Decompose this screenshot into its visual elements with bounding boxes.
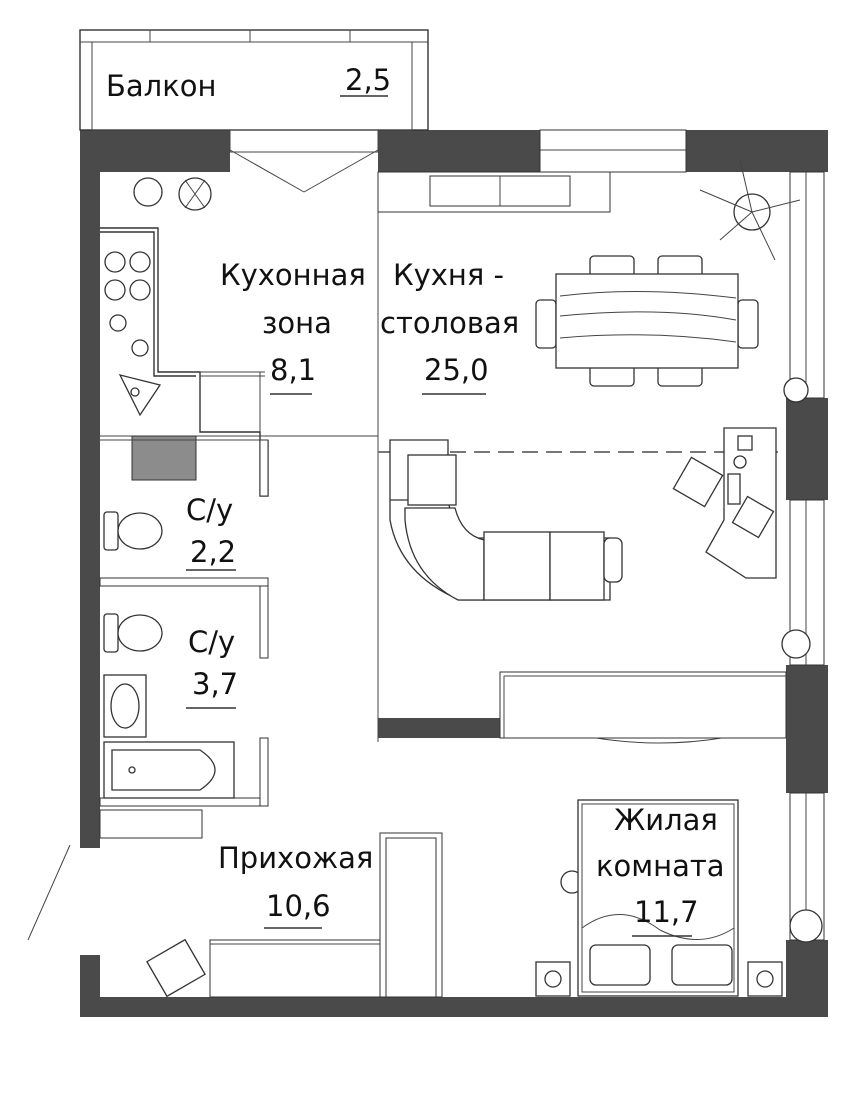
plant-icon xyxy=(699,159,801,261)
hallway-area: 10,6 xyxy=(266,889,331,923)
dining-table-icon xyxy=(535,255,759,387)
armchair-icon xyxy=(672,456,775,539)
interior-walls xyxy=(27,129,825,998)
kitchen-cabinet xyxy=(377,171,611,213)
kitchen-dining-label-2: столовая xyxy=(380,306,519,340)
door-swing-icon xyxy=(229,129,379,193)
balcony-area: 2,5 xyxy=(345,63,391,97)
bathtub-icon xyxy=(103,741,235,799)
bath2-label: С/у xyxy=(188,625,235,659)
bedroom-label-1: Жилая xyxy=(614,803,718,837)
balcony: Балкон 2,5 xyxy=(79,29,429,131)
kitchen-dining-label-1: Кухня - xyxy=(393,258,504,292)
stove-icon xyxy=(104,251,151,301)
door-swing-icon xyxy=(595,737,723,744)
sink-icon xyxy=(109,314,162,417)
kitchen-zone-area: 8,1 xyxy=(270,353,316,387)
kitchen-zone-label-2: зона xyxy=(262,306,332,340)
kitchen-zone-label-1: Кухонная xyxy=(220,258,366,292)
desk-icon xyxy=(705,427,777,579)
bath1-area: 2,2 xyxy=(190,535,236,569)
kitchen-dining-area: 25,0 xyxy=(424,353,489,387)
plant-icon xyxy=(133,177,212,211)
hallway-label: Прихожая xyxy=(218,841,373,875)
bath1-label: С/у xyxy=(186,493,233,527)
room-labels: Кухонная зона 8,1 Кухня - столовая 25,0 … xyxy=(186,258,725,937)
toilet-icon xyxy=(103,511,163,653)
sofa-icon xyxy=(389,439,623,601)
walls xyxy=(80,130,828,1017)
armchair-icon xyxy=(146,938,206,998)
bedroom-label-2: комната xyxy=(596,849,725,883)
bath2-area: 3,7 xyxy=(192,667,238,701)
bed-icon xyxy=(535,799,783,997)
sink-icon xyxy=(103,674,147,738)
bedroom-area: 11,7 xyxy=(634,895,699,929)
balcony-label: Балкон xyxy=(106,69,216,103)
